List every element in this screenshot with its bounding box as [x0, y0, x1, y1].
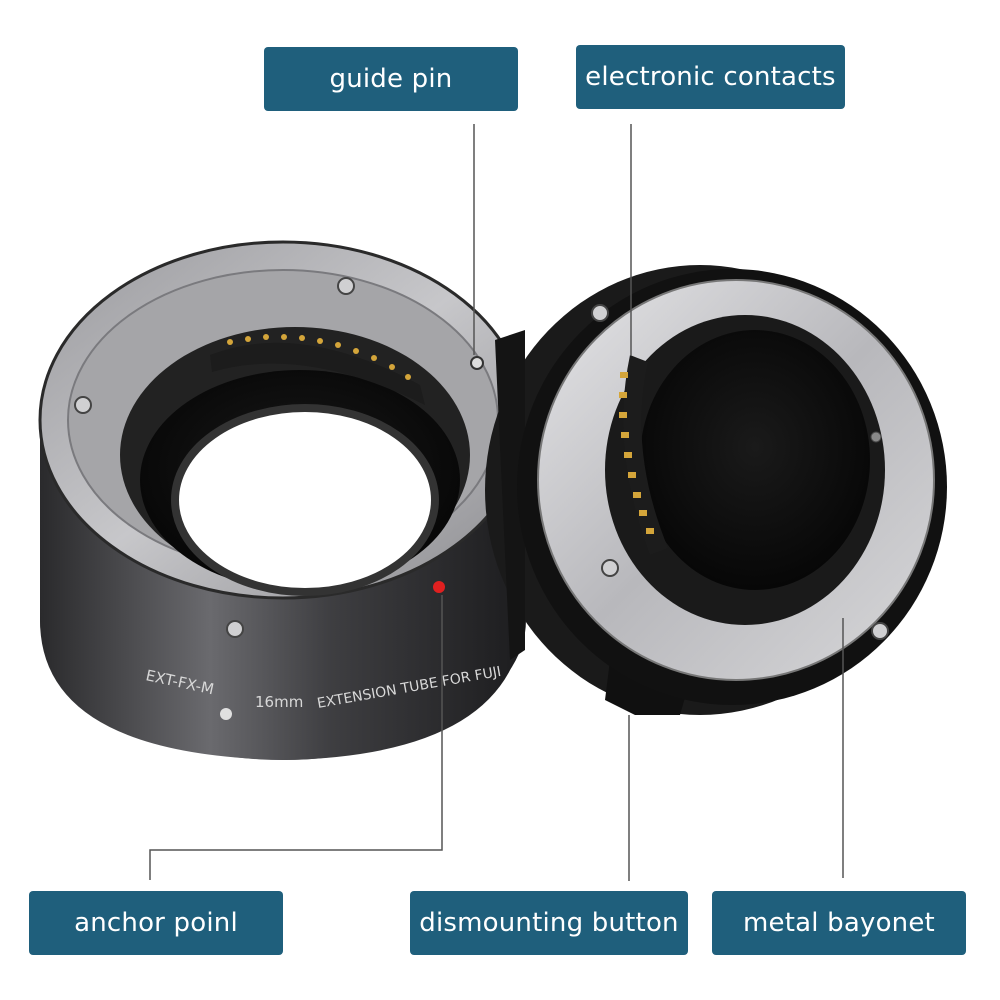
right-contact-pins — [619, 372, 654, 534]
anchor-point-dot — [433, 581, 445, 593]
label-guide-pin: guide pin — [264, 47, 518, 111]
left-extension-tube: EXT-FX-M 16mm EXTENSION TUBE FOR FUJI — [38, 240, 528, 760]
label-electronic-contacts: electronic contacts — [576, 45, 845, 109]
leader-lines — [149, 124, 844, 881]
left-contact-pins — [227, 334, 411, 380]
screw-icon — [591, 304, 889, 640]
label-dismounting-button: dismounting button — [410, 891, 688, 955]
right-extension-tube — [485, 265, 947, 715]
screw-icon — [74, 277, 355, 638]
label-metal-bayonet: metal bayonet — [712, 891, 966, 955]
tube-length-text: 16mm — [255, 693, 303, 711]
label-anchor-point: anchor poinl — [29, 891, 283, 955]
guide-pin-icon — [470, 356, 484, 370]
